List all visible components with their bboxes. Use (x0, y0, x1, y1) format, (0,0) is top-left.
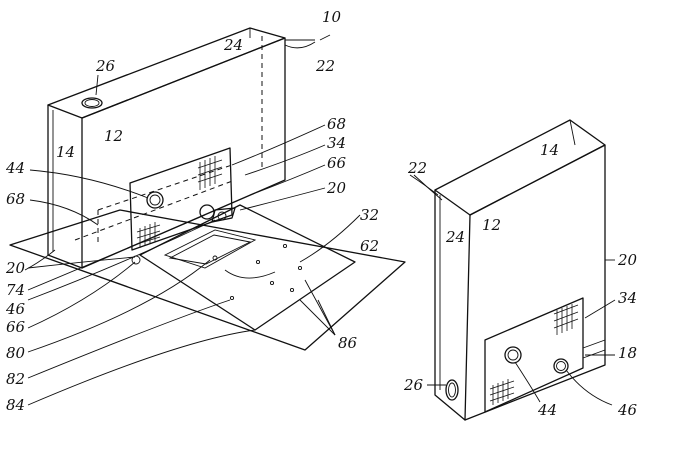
r-label-26: 26 (403, 376, 424, 394)
r-label-24: 24 (445, 228, 465, 246)
hinge (211, 207, 236, 223)
right-front-face (464, 144, 606, 421)
r-label-44: 44 (537, 401, 557, 419)
label-26: 26 (95, 57, 116, 75)
left-view: 10 22 24 26 12 14 44 68 68 34 66 20 32 6… (5, 8, 406, 414)
box-top (47, 27, 286, 119)
label-82: 82 (6, 370, 25, 388)
right-side-face (434, 189, 471, 421)
tray-sheet (139, 204, 356, 331)
label-66-right: 66 (327, 154, 347, 172)
label-20-left: 20 (5, 259, 26, 277)
label-32: 32 (360, 206, 379, 224)
label-84: 84 (6, 396, 25, 414)
label-46: 46 (5, 300, 26, 318)
right-port (445, 379, 459, 401)
window-button-44 (146, 191, 164, 209)
label-24: 24 (223, 36, 243, 54)
right-top-face (434, 119, 606, 216)
label-10: 10 (322, 8, 342, 26)
label-66-left: 66 (6, 318, 26, 336)
label-44: 44 (5, 159, 25, 177)
r-label-14: 14 (540, 141, 559, 159)
right-view: 22 14 12 24 20 34 18 26 44 46 (403, 119, 638, 421)
label-74: 74 (6, 281, 25, 299)
right-panel (484, 297, 584, 413)
r-label-12: 12 (482, 216, 501, 234)
right-button-44 (504, 346, 522, 364)
label-34: 34 (327, 134, 346, 152)
label-62: 62 (360, 237, 379, 255)
label-68-right: 68 (327, 115, 346, 133)
pad (163, 229, 257, 269)
label-22: 22 (315, 57, 335, 75)
label-14: 14 (56, 143, 75, 161)
r-label-18: 18 (618, 344, 637, 362)
right-button-46 (553, 358, 569, 374)
label-12: 12 (104, 127, 123, 145)
box-side (47, 104, 83, 269)
top-port (81, 97, 103, 109)
base-sheet (9, 209, 406, 351)
r-label-46: 46 (617, 401, 638, 419)
r-label-34: 34 (618, 289, 637, 307)
label-20: 20 (326, 179, 347, 197)
window-panel (129, 147, 233, 251)
r-label-20: 20 (617, 251, 638, 269)
label-80: 80 (6, 344, 26, 362)
label-86: 86 (338, 334, 358, 352)
r-label-22: 22 (407, 159, 427, 177)
label-68-left: 68 (6, 190, 25, 208)
